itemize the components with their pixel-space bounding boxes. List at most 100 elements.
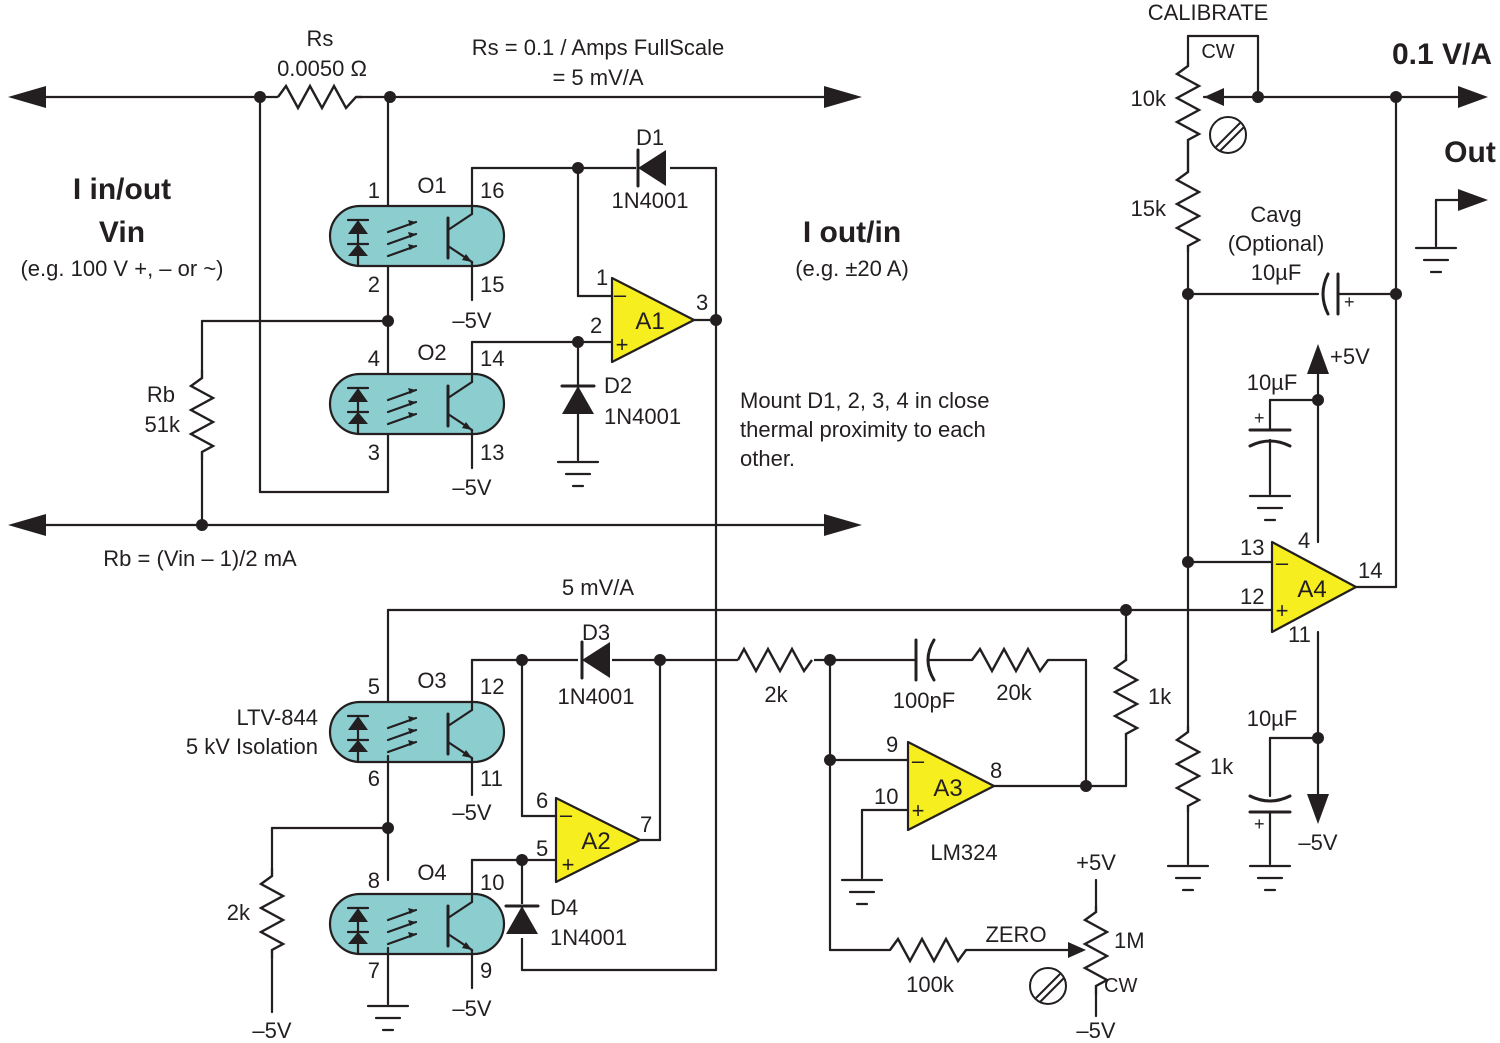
svg-text:10µF: 10µF xyxy=(1247,370,1298,395)
rb-resistor xyxy=(188,370,216,460)
svg-text:CW: CW xyxy=(1104,975,1137,997)
svg-text:2k: 2k xyxy=(227,900,251,925)
svg-text:–5V: –5V xyxy=(452,308,491,333)
rs-note-2: = 5 mV/A xyxy=(552,65,643,90)
ground-cap-top xyxy=(1248,494,1292,522)
svg-text:7: 7 xyxy=(368,958,380,983)
rs-note-1: Rs = 0.1 / Amps FullScale xyxy=(472,35,725,60)
svg-text:+5V: +5V xyxy=(1330,344,1370,369)
output-label: Out xyxy=(1444,136,1496,169)
opto-isolation: 5 kV Isolation xyxy=(186,734,318,759)
svg-text:A2: A2 xyxy=(581,828,610,855)
diode-d1 xyxy=(636,148,670,188)
input-title-2: Vin xyxy=(99,216,145,249)
output-ground xyxy=(1414,246,1458,274)
svg-text:A4: A4 xyxy=(1297,576,1326,603)
svg-text:2: 2 xyxy=(590,313,602,338)
calibrate-adjust-icon[interactable] xyxy=(1209,116,1247,154)
rb-note: Rb = (Vin – 1)/2 mA xyxy=(103,546,297,571)
svg-text:6: 6 xyxy=(368,766,380,791)
opto-o3 xyxy=(328,700,506,764)
svg-text:–5V: –5V xyxy=(252,1018,291,1043)
a3-feedback-resistor xyxy=(971,646,1049,674)
opamp-a4 xyxy=(1270,540,1358,634)
svg-text:11: 11 xyxy=(1288,622,1311,647)
svg-text:–: – xyxy=(614,282,627,307)
svg-text:9: 9 xyxy=(480,958,492,983)
svg-text:+: + xyxy=(1344,292,1355,312)
svg-text:thermal proximity to each: thermal proximity to each xyxy=(740,417,986,442)
svg-text:2k: 2k xyxy=(764,682,788,707)
svg-text:1k: 1k xyxy=(1148,684,1172,709)
opto-o1 xyxy=(328,204,506,268)
output-arrow xyxy=(1458,86,1488,108)
svg-text:100pF: 100pF xyxy=(893,688,955,713)
svg-text:100k: 100k xyxy=(906,972,955,997)
svg-text:(Optional): (Optional) xyxy=(1228,231,1325,256)
svg-text:2: 2 xyxy=(368,272,380,297)
svg-text:7: 7 xyxy=(640,812,652,837)
svg-text:12: 12 xyxy=(480,674,504,699)
svg-text:+: + xyxy=(562,852,575,877)
svg-text:12: 12 xyxy=(1240,584,1264,609)
svg-text:1: 1 xyxy=(368,178,380,203)
svg-text:D3: D3 xyxy=(582,620,610,645)
svg-text:D1: D1 xyxy=(636,125,664,150)
svg-text:10µF: 10µF xyxy=(1247,706,1298,731)
svg-text:16: 16 xyxy=(480,178,504,203)
svg-text:–5V: –5V xyxy=(1298,830,1337,855)
svg-text:20k: 20k xyxy=(996,680,1032,705)
ground-a3 xyxy=(840,878,884,906)
svg-text:9: 9 xyxy=(886,732,898,757)
output-scale: 0.1 V/A xyxy=(1392,38,1492,71)
svg-text:1M: 1M xyxy=(1114,928,1145,953)
svg-text:+: + xyxy=(1254,814,1265,834)
signal-scale: 5 mV/A xyxy=(562,575,634,600)
zero-adjust-icon[interactable] xyxy=(1029,967,1067,1005)
ground-a4 xyxy=(1166,864,1210,892)
svg-text:11: 11 xyxy=(480,766,503,791)
svg-text:8: 8 xyxy=(990,758,1002,783)
ground-cap-bottom xyxy=(1248,864,1292,892)
svg-text:–: – xyxy=(912,748,925,773)
input-example: (e.g. 100 V +, – or ~) xyxy=(20,256,223,281)
calibrate-pot xyxy=(1174,62,1202,166)
o3-bias-resistor xyxy=(258,868,286,958)
o3-label: O3 xyxy=(417,668,446,693)
svg-text:1N4001: 1N4001 xyxy=(557,684,634,709)
output-side-example: (e.g. ±20 A) xyxy=(795,256,909,281)
svg-text:13: 13 xyxy=(480,440,504,465)
svg-text:–5V: –5V xyxy=(1076,1018,1115,1043)
svg-text:14: 14 xyxy=(480,346,504,371)
zero-resistor xyxy=(889,936,967,964)
svg-text:14: 14 xyxy=(1358,558,1382,583)
svg-text:–5V: –5V xyxy=(452,800,491,825)
svg-text:LM324: LM324 xyxy=(930,840,997,865)
rs-resistor xyxy=(277,83,362,111)
a3-output-resistor xyxy=(1112,654,1140,740)
svg-text:1N4001: 1N4001 xyxy=(611,188,688,213)
svg-text:+: + xyxy=(616,332,629,357)
opamp-a1 xyxy=(610,276,696,364)
svg-text:5: 5 xyxy=(536,836,548,861)
o2-label: O2 xyxy=(417,340,446,365)
opto-part: LTV-844 xyxy=(236,705,318,730)
opto-o2 xyxy=(328,372,506,436)
svg-text:+: + xyxy=(1254,408,1265,428)
svg-text:3: 3 xyxy=(368,440,380,465)
opamp-a2 xyxy=(554,796,642,884)
diode-d3 xyxy=(578,640,612,680)
svg-text:15: 15 xyxy=(480,272,504,297)
svg-text:A3: A3 xyxy=(933,775,962,802)
svg-text:8: 8 xyxy=(368,868,380,893)
svg-text:D4: D4 xyxy=(550,895,578,920)
input-arrow-bottom xyxy=(8,514,46,536)
svg-text:Mount D1, 2, 3, 4 in close: Mount D1, 2, 3, 4 in close xyxy=(740,388,989,413)
svg-text:13: 13 xyxy=(1240,535,1264,560)
svg-text:15k: 15k xyxy=(1131,196,1167,221)
svg-text:4: 4 xyxy=(1298,528,1310,553)
svg-text:3: 3 xyxy=(696,290,708,315)
diode-d4 xyxy=(504,904,540,938)
svg-text:10µF: 10µF xyxy=(1251,260,1302,285)
